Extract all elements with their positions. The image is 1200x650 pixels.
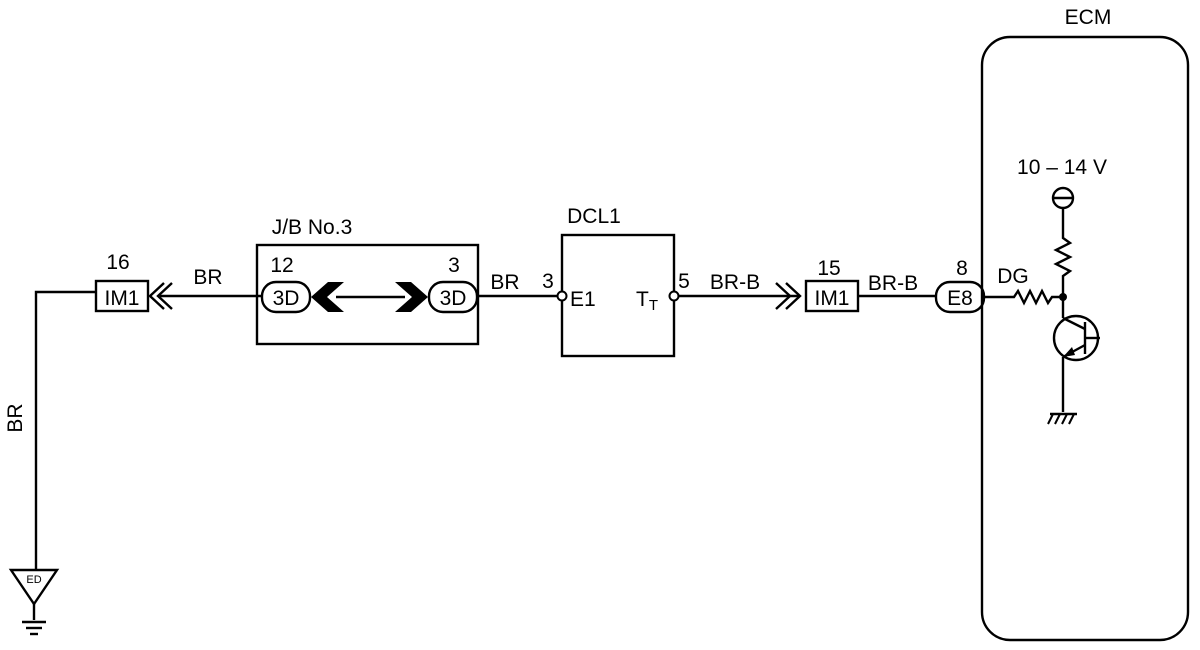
- transistor-symbol: [1052, 297, 1100, 412]
- jb-right-arrow-icon: [395, 282, 428, 312]
- jb-left-connector-label: 3D: [273, 287, 300, 310]
- dcl1-e1-terminal: [556, 290, 568, 302]
- e8-connector-label: E8: [947, 287, 973, 310]
- jb-right-pin: 3: [448, 254, 460, 277]
- wire-im1-to-ecm-label: BR-B: [868, 272, 918, 295]
- ed-ground-label: ED: [26, 574, 41, 586]
- im1-left-connector: [94, 279, 150, 313]
- wire-dcl-to-im1-label: BR-B: [710, 271, 760, 294]
- ecm-box: [980, 35, 1190, 642]
- dcl1-tt-label: TT: [636, 288, 658, 314]
- wire-ground-vertical-label: BR: [4, 403, 27, 432]
- im1-right-label: IM1: [814, 287, 849, 310]
- jb-no3-label: J/B No.3: [272, 216, 353, 239]
- wire-ground-vertical: [34, 290, 96, 570]
- im1-left-arrow-icon: [148, 282, 173, 310]
- dcl1-pin-3: 3: [542, 270, 554, 293]
- e8-pin-number: 8: [956, 257, 968, 280]
- jb-left-pin: 12: [270, 254, 293, 277]
- im1-right-pin: 15: [817, 257, 840, 280]
- chassis-ground-icon: [1047, 412, 1077, 425]
- jb-right-connector-label: 3D: [440, 287, 467, 310]
- ed-ground-icon: [8, 568, 60, 636]
- im1-left-label: IM1: [104, 287, 139, 310]
- voltage-supply-terminal: [1051, 186, 1075, 232]
- im1-left-pin: 16: [106, 251, 129, 274]
- dcl1-label: DCL1: [567, 205, 621, 228]
- ecm-voltage-label: 10 – 14 V: [1017, 156, 1107, 179]
- dcl1-pin-5: 5: [678, 270, 690, 293]
- dcl1-tt-terminal: [668, 290, 680, 302]
- wire-jb-to-dcl-label: BR: [490, 271, 519, 294]
- dcl1-e1-label: E1: [570, 288, 596, 311]
- jb-right-connector: [427, 280, 479, 314]
- jb-left-arrow-icon: [311, 282, 344, 312]
- dg-resistor: [985, 288, 1063, 306]
- wire-im1-to-jb-label: BR: [193, 266, 222, 289]
- ecm-label: ECM: [1065, 6, 1112, 29]
- pullup-resistor: [1053, 232, 1073, 297]
- dg-wire-label: DG: [997, 265, 1029, 288]
